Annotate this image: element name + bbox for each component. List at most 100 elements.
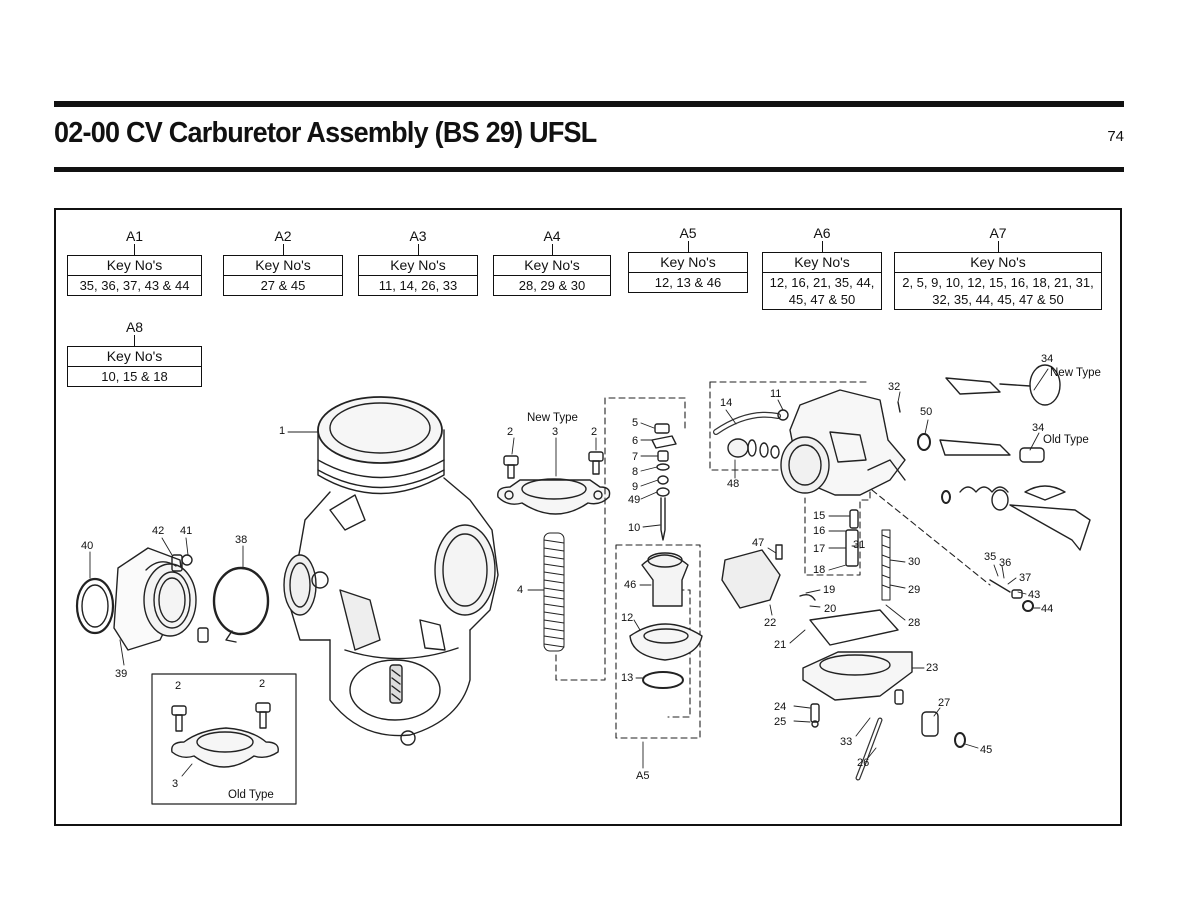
callout-33: 33 bbox=[840, 736, 853, 748]
kit-table: Key No's 28, 29 & 30 bbox=[493, 255, 611, 296]
kit-table: Key No's 27 & 45 bbox=[223, 255, 343, 296]
dashed-group-lines bbox=[555, 381, 991, 739]
hose-clamp bbox=[212, 566, 270, 643]
callout-31: 31 bbox=[853, 539, 866, 551]
callout-23: 23 bbox=[926, 662, 939, 674]
callout-7: 7 bbox=[632, 451, 639, 463]
callout-43: 43 bbox=[1028, 589, 1041, 601]
air-screw-group bbox=[989, 579, 1034, 612]
choke-assembly bbox=[939, 364, 1091, 551]
callout-42: 42 bbox=[152, 525, 165, 537]
callout-15: 15 bbox=[813, 510, 826, 522]
chamber-cover-new-type bbox=[497, 451, 611, 515]
kit-connector bbox=[417, 244, 419, 255]
callout-24: 24 bbox=[774, 701, 787, 713]
page-number: 74 bbox=[1107, 128, 1124, 145]
callout-20: 20 bbox=[824, 603, 837, 615]
callout-41: 41 bbox=[180, 525, 193, 537]
kit-connector bbox=[821, 241, 823, 252]
callout-25: 25 bbox=[774, 716, 787, 728]
callout-14: 14 bbox=[720, 397, 733, 409]
new-type-label: New Type bbox=[1050, 367, 1101, 379]
callout-2: 2 bbox=[175, 680, 182, 692]
float-bowl-group bbox=[721, 509, 966, 781]
kit-key-numbers: 27 & 45 bbox=[260, 278, 306, 293]
callout-36: 36 bbox=[999, 557, 1012, 569]
callout-26: 26 bbox=[857, 757, 870, 769]
kit-key-numbers: 2, 5, 9, 10, 12, 15, 16, 18, 21, 31, 32,… bbox=[902, 275, 1094, 307]
kit-a4: A4 Key No's 28, 29 & 30 bbox=[493, 228, 611, 296]
callout-44: 44 bbox=[1041, 603, 1054, 615]
piston-valve bbox=[629, 552, 703, 689]
callout-6: 6 bbox=[632, 435, 639, 447]
callout-30: 30 bbox=[908, 556, 921, 568]
kit-connector bbox=[134, 244, 135, 255]
callout-34: 34 bbox=[1032, 422, 1045, 434]
header-rule-top bbox=[54, 101, 1124, 107]
kit-table-header: Key No's bbox=[224, 256, 342, 276]
callout-3: 3 bbox=[552, 426, 559, 438]
callout-12: 12 bbox=[621, 612, 634, 624]
page-title: 02-00 CV Carburetor Assembly (BS 29) UFS… bbox=[54, 117, 597, 149]
new-type-label: New Type bbox=[527, 412, 578, 424]
kit-name: A6 bbox=[813, 225, 831, 241]
kit-a6: A6 Key No's 12, 16, 21, 35, 44, 45, 47 &… bbox=[762, 225, 882, 310]
kit-table: Key No's 10, 15 & 18 bbox=[67, 346, 202, 387]
callout-8: 8 bbox=[632, 466, 639, 478]
kit-name: A1 bbox=[125, 228, 144, 244]
carburetor-body bbox=[283, 396, 499, 746]
leader-lines bbox=[89, 368, 1049, 777]
callout-38: 38 bbox=[235, 534, 248, 546]
kit-table: Key No's 12, 13 & 46 bbox=[628, 252, 748, 293]
callout-5: 5 bbox=[632, 417, 639, 429]
old-type-label: Old Type bbox=[228, 789, 274, 801]
intake-manifold bbox=[75, 547, 209, 651]
kit-connector bbox=[551, 244, 553, 255]
callout-46: 46 bbox=[624, 579, 637, 591]
kit-table-header: Key No's bbox=[359, 256, 477, 276]
diagram-frame bbox=[54, 208, 1122, 826]
kit-table-header: Key No's bbox=[629, 253, 747, 273]
callout-3: 3 bbox=[172, 778, 179, 790]
jet-needle-stack bbox=[651, 423, 677, 541]
kit-connector bbox=[687, 241, 689, 252]
header-rule-bottom bbox=[54, 167, 1124, 172]
kit-a2: A2 Key No's 27 & 45 bbox=[223, 228, 343, 296]
callout-49: 49 bbox=[628, 494, 641, 506]
old-type-inset bbox=[151, 673, 297, 805]
callout-29: 29 bbox=[908, 584, 921, 596]
callout-45: 45 bbox=[980, 744, 993, 756]
kit-name: A8 bbox=[125, 319, 144, 335]
kit-a7: A7 Key No's 2, 5, 9, 10, 12, 15, 16, 18,… bbox=[894, 225, 1102, 310]
callout-21: 21 bbox=[774, 639, 787, 651]
kit-table: Key No's 12, 16, 21, 35, 44, 45, 47 & 50 bbox=[762, 252, 882, 310]
kit-connector bbox=[997, 241, 999, 252]
carb-body-right bbox=[713, 389, 931, 496]
callout-1: 1 bbox=[279, 425, 286, 437]
diaphragm-spring bbox=[543, 532, 565, 652]
callout-28: 28 bbox=[908, 617, 921, 629]
kit-key-numbers: 11, 14, 26, 33 bbox=[378, 278, 458, 293]
kit-table-header: Key No's bbox=[494, 256, 610, 276]
callout-34: 34 bbox=[1041, 353, 1054, 365]
callout-39: 39 bbox=[115, 668, 128, 680]
callout-11: 11 bbox=[770, 388, 782, 400]
kit-table: Key No's 11, 14, 26, 33 bbox=[358, 255, 478, 296]
callout-4: 4 bbox=[517, 584, 524, 596]
callout-27: 27 bbox=[938, 697, 951, 709]
kit-table: Key No's 2, 5, 9, 10, 12, 15, 16, 18, 21… bbox=[894, 252, 1102, 310]
callout-19: 19 bbox=[823, 584, 836, 596]
callout-18: 18 bbox=[813, 564, 826, 576]
kit-table: Key No's 35, 36, 37, 43 & 44 bbox=[67, 255, 202, 296]
kit-name: A7 bbox=[989, 225, 1007, 241]
kit-name: A2 bbox=[274, 228, 292, 244]
callout-2: 2 bbox=[259, 678, 266, 690]
callout-10: 10 bbox=[628, 522, 641, 534]
callout-40: 40 bbox=[81, 540, 94, 552]
kit-connector bbox=[134, 335, 135, 346]
kit-connector bbox=[282, 244, 284, 255]
callout-9: 9 bbox=[632, 481, 639, 493]
kit-a3: A3 Key No's 11, 14, 26, 33 bbox=[358, 228, 478, 296]
callout-35: 35 bbox=[984, 551, 997, 563]
